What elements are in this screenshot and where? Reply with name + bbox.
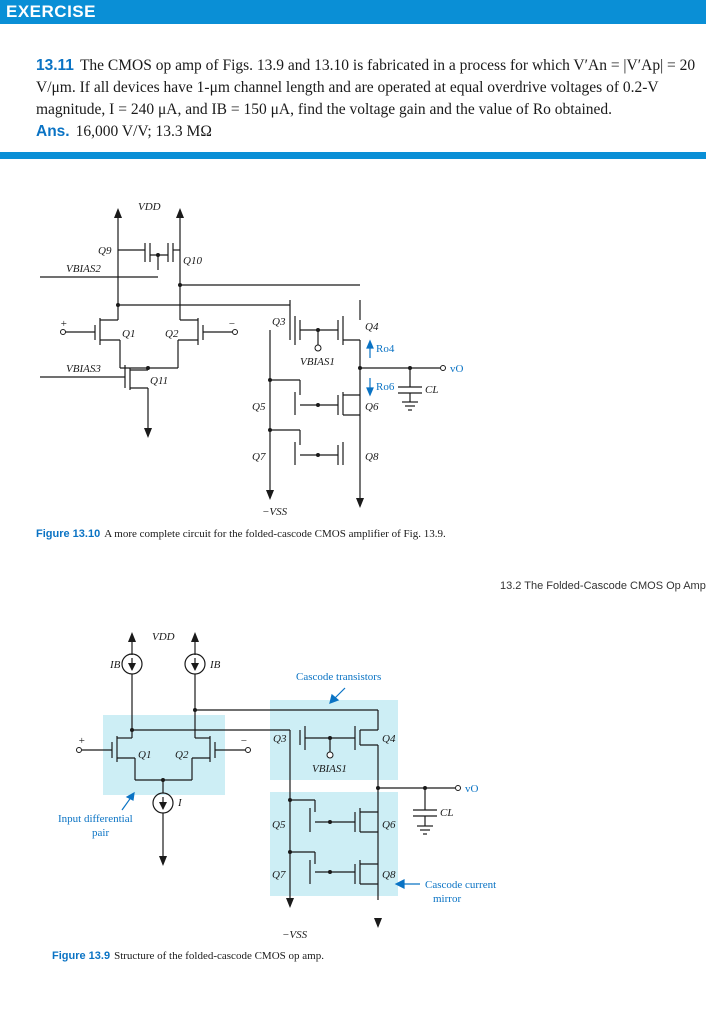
fig9-minus: − <box>240 735 247 747</box>
fig9-vbias1: VBIAS1 <box>312 763 347 775</box>
fig10-q6: Q6 <box>365 401 379 413</box>
fig10-vss: −VSS <box>262 506 288 518</box>
fig10-q9: Q9 <box>98 245 112 257</box>
exercise-bottom-rule <box>0 152 706 159</box>
exercise-tab-label: EXERCISE <box>6 2 96 21</box>
fig9-q7: Q7 <box>272 869 286 881</box>
fig10-caption-text: A more complete circuit for the folded-c… <box>104 528 446 540</box>
fig10-q5: Q5 <box>252 401 266 413</box>
fig10-vbias1: VBIAS1 <box>300 356 335 368</box>
fig9-q8: Q8 <box>382 869 396 881</box>
fig10-cl: CL <box>425 384 438 396</box>
fig9-vss: −VSS <box>282 929 308 941</box>
fig10-caption-num: Figure 13.10 <box>36 528 101 540</box>
fig9-q6: Q6 <box>382 819 396 831</box>
fig9-q4: Q4 <box>382 733 396 745</box>
fig10-q2: Q2 <box>165 328 179 340</box>
fig10-q7: Q7 <box>252 451 266 463</box>
fig9-cascode-transistors: Cascode transistors <box>296 671 381 683</box>
fig10-q10: Q10 <box>183 255 202 267</box>
fig10-q1: Q1 <box>122 328 135 340</box>
fig9-q3: Q3 <box>273 733 287 745</box>
fig10-vbias3: VBIAS3 <box>66 363 101 375</box>
fig9-input-pair-2: pair <box>92 827 109 839</box>
exercise-number: 13.11 <box>36 57 74 74</box>
fig9-q1: Q1 <box>138 749 151 761</box>
fig10-vdd: VDD <box>138 201 161 213</box>
figure-13-9-circuit: VDD IB IB Cascode transistors + Q1 Q2 − … <box>58 631 496 941</box>
fig9-vdd: VDD <box>152 631 175 643</box>
fig9-plus: + <box>78 735 85 747</box>
fig10-plus: + <box>60 318 67 330</box>
exercise-text: The CMOS op amp of Figs. 13.9 and 13.10 … <box>36 57 696 118</box>
fig10-ro6: Ro6 <box>376 381 395 393</box>
fig9-q2: Q2 <box>175 749 189 761</box>
fig10-q3: Q3 <box>272 316 286 328</box>
fig9-caption-text: Structure of the folded-cascode CMOS op … <box>114 950 324 962</box>
fig9-input-pair-1: Input differential <box>58 813 133 825</box>
figure-13-10-circuit: VDD Q9 Q10 VBIAS2 + Q1 Q2 − VBIAS3 Q11 Q… <box>40 201 464 518</box>
fig10-vbias2: VBIAS2 <box>66 263 101 275</box>
fig9-mirror-2: mirror <box>433 893 461 905</box>
fig9-ib2: IB <box>209 659 221 671</box>
fig9-vo: vO <box>465 783 479 795</box>
fig10-vo: vO <box>450 363 464 375</box>
fig9-q5: Q5 <box>272 819 286 831</box>
fig9-ib1: IB <box>109 659 121 671</box>
fig10-ro4: Ro4 <box>376 343 395 355</box>
fig9-i: I <box>177 797 183 809</box>
fig10-q4: Q4 <box>365 321 379 333</box>
fig9-mirror-1: Cascode current <box>425 879 496 891</box>
fig10-q11: Q11 <box>150 375 168 387</box>
answer-label: Ans. <box>36 123 70 140</box>
fig9-caption-num: Figure 13.9 <box>52 950 111 962</box>
running-head: 13.2 The Folded-Cascode CMOS Op Amp <box>500 580 706 592</box>
exercise-header: EXERCISE <box>0 0 706 24</box>
fig10-q8: Q8 <box>365 451 379 463</box>
answer-value: 16,000 V/V; 13.3 MΩ <box>75 123 212 140</box>
fig9-cl: CL <box>440 807 453 819</box>
fig10-minus: − <box>228 318 235 330</box>
